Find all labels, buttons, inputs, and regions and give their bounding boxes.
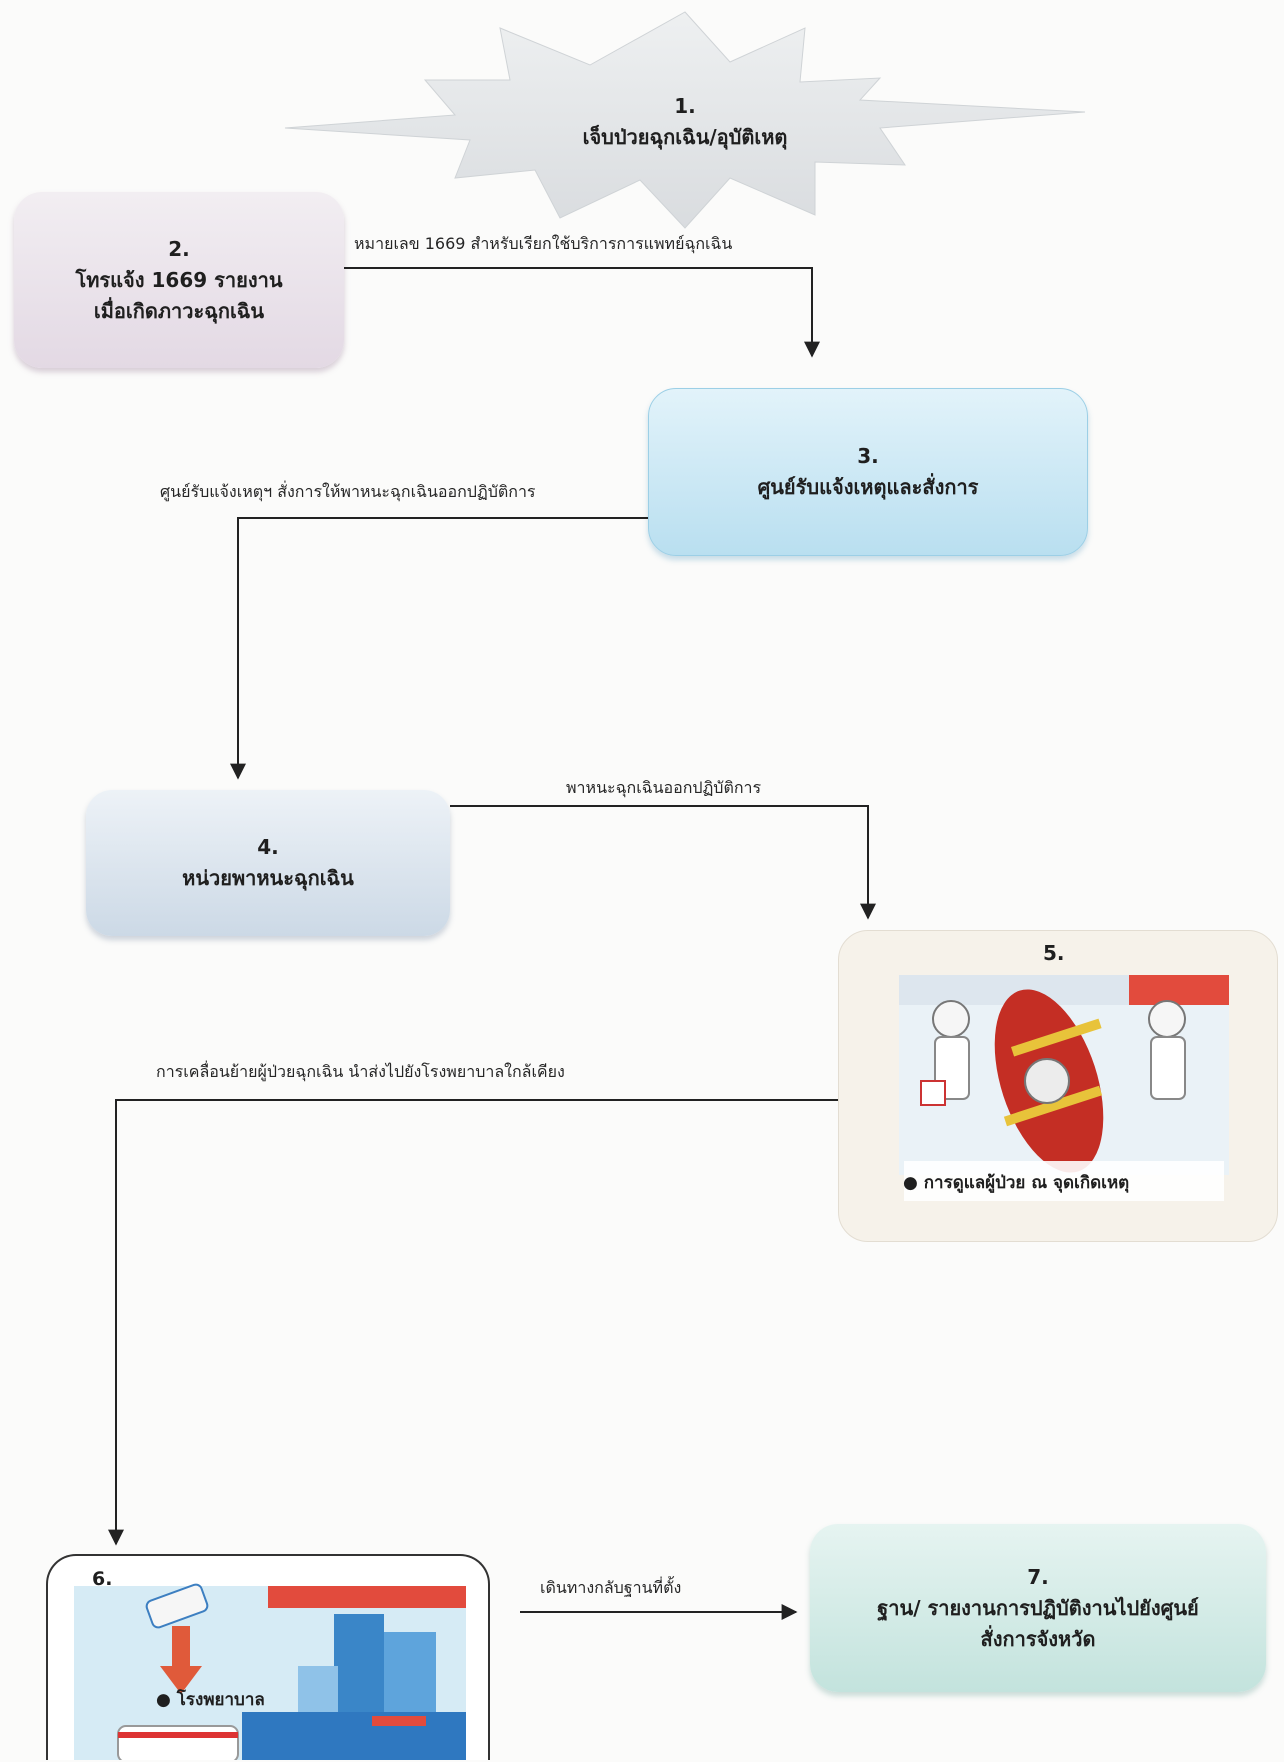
- node-2-line2: เมื่อเกิดภาวะฉุกเฉิน: [93, 298, 265, 323]
- arrow-3-to-4: [230, 517, 648, 780]
- node-2-line1: โทรแจ้ง 1669 รายงาน: [75, 267, 283, 292]
- edge-label-4-5: พาหนะฉุกเฉินออกปฏิบัติการ: [566, 778, 762, 797]
- edge-label-3-4: ศูนย์รับแจ้งเหตุฯ สั่งการให้พาหนะฉุกเฉิน…: [160, 482, 536, 501]
- arrow-4-to-5: [450, 805, 876, 920]
- node-7-return-to-base: 7. ฐาน/ รายงานการปฏิบัติงานไปยังศูนย์ สั…: [810, 1524, 1266, 1692]
- node-7-line1: ฐาน/ รายงานการปฏิบัติงานไปยังศูนย์: [877, 1595, 1199, 1620]
- node-3-dispatch-center: 3. ศูนย์รับแจ้งเหตุและสั่งการ: [648, 388, 1088, 556]
- node-4-emergency-vehicle-unit: 4. หน่วยพาหนะฉุกเฉิน: [86, 790, 450, 936]
- node-3-number: 3.: [857, 444, 879, 468]
- arrow-2-to-3: [344, 267, 820, 358]
- node-2-number: 2.: [168, 236, 190, 261]
- node-2-call-1669: 2. โทรแจ้ง 1669 รายงาน เมื่อเกิดภาวะฉุกเ…: [14, 192, 344, 368]
- on-scene-care-illustration: [899, 975, 1229, 1201]
- node-4-label: หน่วยพาหนะฉุกเฉิน: [182, 866, 354, 890]
- starburst-shape: [284, 11, 1086, 229]
- node-1-emergency: 1. เจ็บป่วยฉุกเฉิน/อุบัติเหตุ: [500, 82, 870, 162]
- node-1-number: 1.: [674, 94, 696, 118]
- edge-label-6-7: เดินทางกลับฐานที่ตั้ง: [540, 1578, 682, 1597]
- arrow-5-to-6: [108, 1099, 838, 1546]
- node-5-number: 5.: [1043, 941, 1065, 965]
- node-7-line2: สั่งการจังหวัด: [980, 1626, 1096, 1651]
- node-5-on-scene-care: 5. ● การดูแลผู้ป่วย ณ จุดเกิดเหตุ: [838, 930, 1278, 1242]
- node-3-label: ศูนย์รับแจ้งเหตุและสั่งการ: [757, 475, 979, 499]
- edge-label-5-6: การเคลื่อนย้ายผู้ป่วยฉุกเฉิน นำส่งไปยังโ…: [156, 1062, 565, 1081]
- node-5-caption: ● การดูแลผู้ป่วย ณ จุดเกิดเหตุ: [903, 1173, 1130, 1193]
- hospital-illustration: [74, 1583, 466, 1760]
- node-6-number: 6.: [92, 1568, 113, 1590]
- node-6-hospital: 6. ● โรงพยาบาล: [46, 1554, 490, 1760]
- edge-label-2-3: หมายเลข 1669 สำหรับเรียกใช้บริการการแพทย…: [354, 234, 733, 253]
- node-1-label: เจ็บป่วยฉุกเฉิน/อุบัติเหตุ: [582, 125, 788, 149]
- node-6-caption: ● โรงพยาบาล: [156, 1690, 265, 1710]
- node-7-number: 7.: [1027, 1564, 1049, 1589]
- node-4-number: 4.: [257, 835, 279, 859]
